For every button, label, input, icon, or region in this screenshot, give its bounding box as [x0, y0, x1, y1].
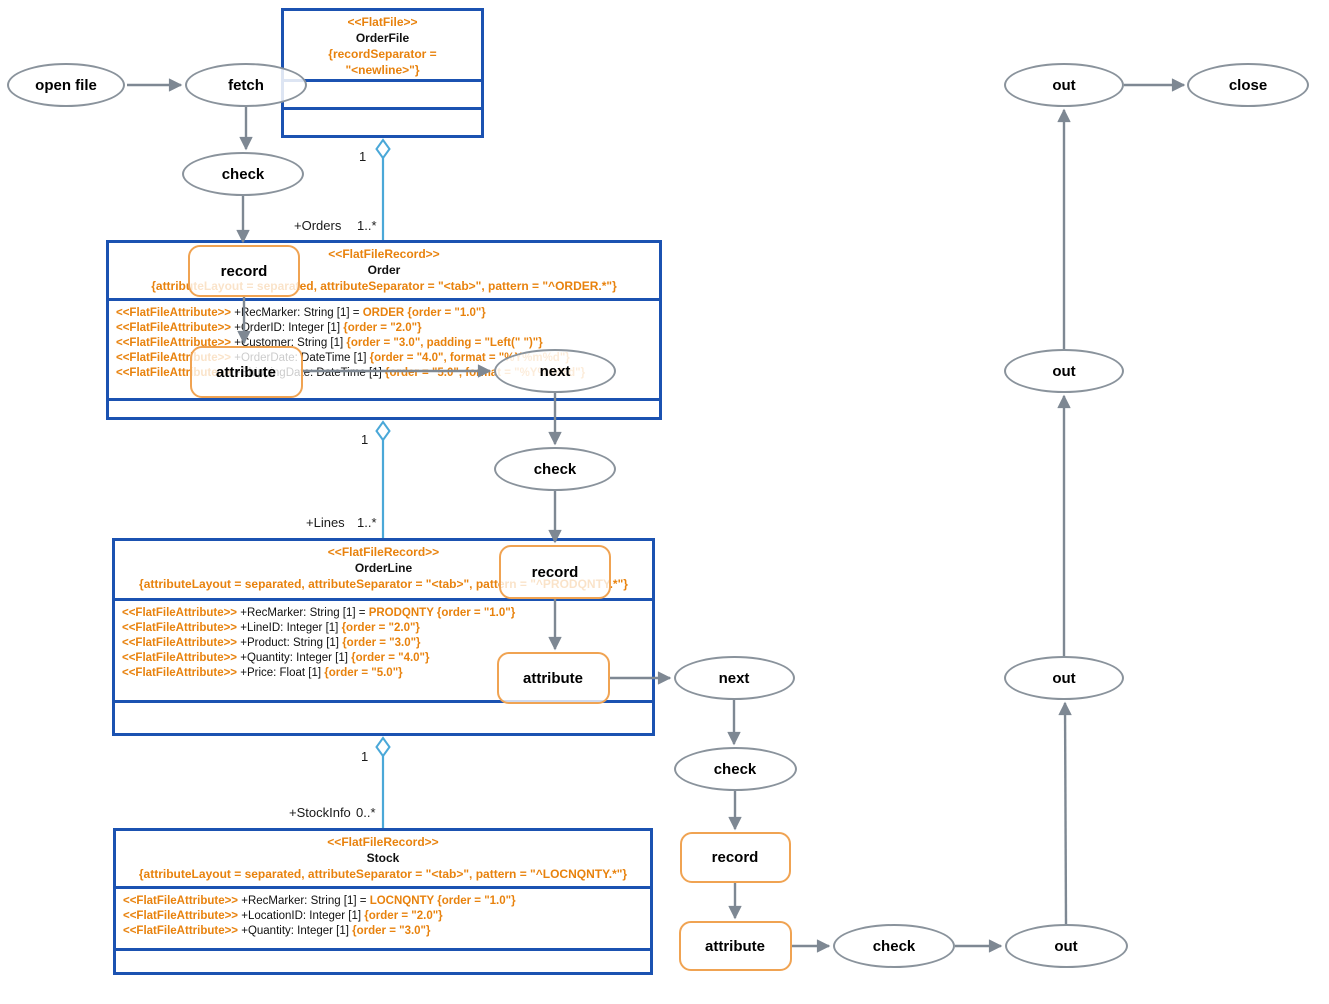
flow-node-label: next — [539, 362, 571, 380]
association-role-label: +Lines — [306, 515, 345, 530]
flow-node-label: check — [533, 460, 577, 478]
multiplicity-parent-label: 1 — [361, 749, 369, 764]
multiplicity-parent-label: 1 — [361, 432, 369, 447]
flow-node-label: close — [1228, 76, 1268, 94]
class-orderfile[interactable]: <<FlatFile>> OrderFile {recordSeparator = "… — [281, 8, 484, 138]
class-attribute-row: <<FlatFileAttribute>> +Product: String [… — [122, 637, 421, 649]
multiplicity-child-label: 1..* — [357, 515, 377, 530]
flow-node-label: out — [1052, 362, 1076, 380]
class-constraint: {recordSeparator = — [328, 47, 437, 61]
flow-node-next-2[interactable]: next — [673, 656, 795, 700]
flow-node-fetch[interactable]: fetch — [185, 63, 307, 107]
class-attributes-compartment: <<FlatFileAttribute>> +RecMarker: String… — [116, 889, 650, 951]
aggregation-orderfile-order[interactable] — [375, 138, 391, 240]
flow-node-check-3[interactable]: check — [673, 747, 797, 791]
flow-node-label: open file — [35, 76, 97, 94]
flow-node-attribute-2[interactable]: attribute — [496, 652, 610, 704]
class-attribute-row: <<FlatFileAttribute>> +Quantity: Integer… — [123, 925, 431, 937]
aggregation-order-orderline[interactable] — [375, 420, 391, 538]
class-attribute-row: <<FlatFileAttribute>> +RecMarker: String… — [123, 895, 516, 907]
class-constraint: "<newline>"} — [345, 63, 420, 77]
flow-node-out-4[interactable]: out — [1004, 63, 1124, 107]
flow-node-label: check — [872, 937, 916, 955]
class-attributes-compartment: <<FlatFileAttribute>> +RecMarker: String… — [115, 601, 652, 703]
flow-node-attribute-3[interactable]: attribute — [678, 921, 792, 971]
class-name: Stock — [366, 851, 400, 865]
flow-node-label: attribute — [216, 363, 276, 381]
flow-node-label: record — [531, 563, 579, 581]
aggregation-diamond-icon — [375, 138, 391, 160]
flow-node-label: out — [1052, 76, 1076, 94]
aggregation-diamond-icon — [375, 420, 391, 442]
class-attribute-row: <<FlatFileAttribute>> +LineID: Integer [… — [122, 622, 420, 634]
class-attribute-row: <<FlatFileAttribute>> +LocationID: Integ… — [123, 910, 443, 922]
class-attribute-row: <<FlatFileAttribute>> +OrderID: Integer … — [116, 322, 422, 334]
flow-node-label: out — [1052, 669, 1076, 687]
association-role-label: +StockInfo — [289, 805, 351, 820]
aggregation-orderline-stock[interactable] — [375, 736, 391, 828]
class-name: OrderLine — [354, 561, 413, 575]
flow-arrow-out-1-to-out-2[interactable] — [1058, 701, 1072, 925]
class-attributes-compartment — [284, 82, 481, 110]
class-attribute-row: <<FlatFileAttribute>> +Quantity: Integer… — [122, 652, 430, 664]
class-header: <<FlatFile>> OrderFile {recordSeparator = "… — [284, 11, 481, 82]
flow-node-next-1[interactable]: next — [494, 349, 616, 393]
flow-node-out-3[interactable]: out — [1004, 349, 1124, 393]
flow-node-label: check — [221, 165, 265, 183]
flow-node-label: record — [711, 848, 759, 866]
flow-node-open-file[interactable]: open file — [7, 63, 125, 107]
aggregation-diamond-icon — [375, 736, 391, 758]
class-name: Order — [367, 263, 401, 277]
class-attribute-row: <<FlatFileAttribute>> +RecMarker: String… — [122, 607, 516, 619]
class-stereotype: <<FlatFileRecord>> — [327, 835, 439, 849]
class-stock[interactable]: <<FlatFileRecord>> Stock {attributeLayout … — [113, 828, 653, 975]
flow-node-label: out — [1054, 937, 1078, 955]
flow-node-label: record — [220, 262, 268, 280]
flow-node-label: check — [713, 760, 757, 778]
multiplicity-child-label: 0..* — [356, 805, 376, 820]
class-stereotype: <<FlatFile>> — [347, 15, 418, 29]
association-role-label: +Orders — [294, 218, 342, 233]
class-constraint: {attributeLayout = separated, attributeS… — [138, 867, 628, 881]
flow-node-record-1[interactable]: record — [188, 245, 300, 297]
class-header: <<FlatFileRecord>> Stock {attributeLayout … — [116, 831, 650, 889]
flow-node-label: attribute — [705, 937, 765, 955]
flow-node-record-2[interactable]: record — [499, 545, 611, 599]
multiplicity-parent-label: 1 — [359, 149, 367, 164]
class-name: OrderFile — [355, 31, 410, 45]
flow-node-label: fetch — [228, 76, 264, 94]
flow-node-out-2[interactable]: out — [1004, 656, 1124, 700]
flow-node-label: attribute — [523, 669, 583, 687]
flow-node-close[interactable]: close — [1187, 63, 1309, 107]
flow-node-check-2[interactable]: check — [494, 447, 616, 491]
multiplicity-child-label: 1..* — [357, 218, 377, 233]
flow-node-out-1[interactable]: out — [1004, 924, 1128, 968]
flow-node-record-3[interactable]: record — [679, 831, 791, 883]
flow-node-label: next — [718, 669, 750, 687]
class-attribute-row: <<FlatFileAttribute>> +Price: Float [1] … — [122, 667, 403, 679]
flow-node-check-1[interactable]: check — [182, 152, 304, 196]
class-stereotype: <<FlatFileRecord>> — [328, 247, 440, 261]
class-attribute-row: <<FlatFileAttribute>> +RecMarker: String… — [116, 307, 486, 319]
flow-node-check-4[interactable]: check — [833, 924, 955, 968]
class-stereotype: <<FlatFileRecord>> — [327, 545, 440, 559]
flow-node-attribute-1[interactable]: attribute — [189, 346, 303, 398]
